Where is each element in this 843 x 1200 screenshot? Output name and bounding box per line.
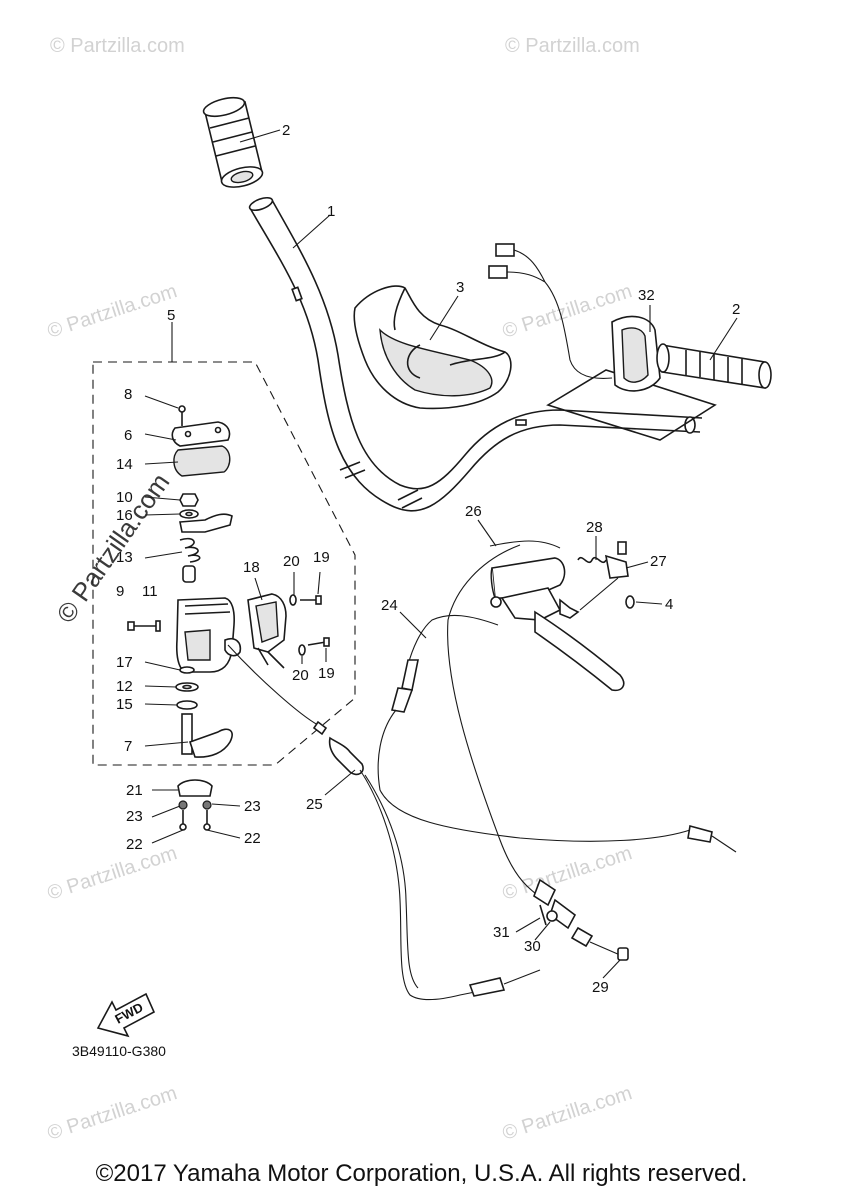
- callout-22-left: 22: [126, 836, 143, 853]
- callout-7: 7: [124, 738, 132, 755]
- callout-27: 27: [650, 553, 667, 570]
- leader-lines: [144, 129, 738, 979]
- watermark-bottom-left: © Partzilla.com: [45, 1082, 180, 1145]
- callout-11: 11: [142, 583, 158, 600]
- callout-5-throttle-assy: 5: [167, 307, 175, 324]
- copyright-notice: ©2017 Yamaha Motor Corporation, U.S.A. A…: [95, 1160, 748, 1187]
- watermark-mid-left: © Partzilla.com: [45, 280, 180, 343]
- callout-23-right: 23: [244, 798, 261, 815]
- callout-1-handlebar: 1: [327, 203, 335, 220]
- callout-22-right: 22: [244, 830, 261, 847]
- watermark-top-right: © Partzilla.com: [505, 35, 640, 57]
- watermark-bottom-right: © Partzilla.com: [500, 1082, 635, 1145]
- callout-2-left-grip: 2: [282, 122, 290, 139]
- watermark-rotated: © Partzilla.com: [50, 468, 175, 629]
- callout-14: 14: [116, 456, 133, 473]
- callout-20-top: 20: [283, 553, 300, 570]
- handlebar-cover: [353, 285, 512, 410]
- callout-30: 30: [524, 938, 541, 955]
- callout-10: 10: [116, 489, 133, 506]
- cable-bracket: [177, 779, 213, 831]
- callout-3-cover: 3: [456, 279, 464, 296]
- callout-25: 25: [306, 796, 323, 813]
- callout-23-left: 23: [126, 808, 143, 825]
- callouts: 2 1 3 32 2 5 8 6 14 10 16 13 9 11 17 12 …: [116, 122, 740, 996]
- callout-9: 9: [116, 583, 124, 600]
- brake-master-cylinder: [490, 541, 635, 692]
- callout-26: 26: [465, 503, 482, 520]
- diagram-code: 3B49110-G380: [72, 1043, 166, 1059]
- handlebar: [248, 196, 703, 512]
- callout-6: 6: [124, 427, 132, 444]
- callout-31: 31: [493, 924, 510, 941]
- callout-17: 17: [116, 654, 133, 671]
- callout-15: 15: [116, 696, 133, 713]
- callout-8: 8: [124, 386, 132, 403]
- callout-20-bottom: 20: [292, 667, 309, 684]
- cables: [227, 540, 737, 1001]
- right-switch-and-grip: [546, 315, 772, 441]
- callout-2-right-grip: 2: [732, 301, 740, 318]
- callout-19-bottom: 19: [318, 665, 335, 682]
- callout-16: 16: [116, 507, 133, 524]
- throttle-housing-parts: [127, 405, 242, 758]
- callout-29: 29: [592, 979, 609, 996]
- switch-block: [247, 593, 330, 669]
- callout-21: 21: [126, 782, 143, 799]
- watermark-low-right: © Partzilla.com: [500, 842, 635, 905]
- callout-18: 18: [243, 559, 260, 576]
- callout-13: 13: [116, 549, 133, 566]
- callout-24: 24: [381, 597, 398, 614]
- watermark-top-left: © Partzilla.com: [50, 35, 185, 57]
- callout-4: 4: [665, 596, 673, 613]
- left-grip: [202, 96, 264, 188]
- watermark-low-left: © Partzilla.com: [45, 842, 180, 905]
- callout-28: 28: [586, 519, 603, 536]
- callout-12: 12: [116, 678, 133, 695]
- callout-19-top: 19: [313, 549, 330, 566]
- callout-32-switch: 32: [638, 287, 655, 304]
- forward-direction-arrow: FWD: [96, 992, 156, 1038]
